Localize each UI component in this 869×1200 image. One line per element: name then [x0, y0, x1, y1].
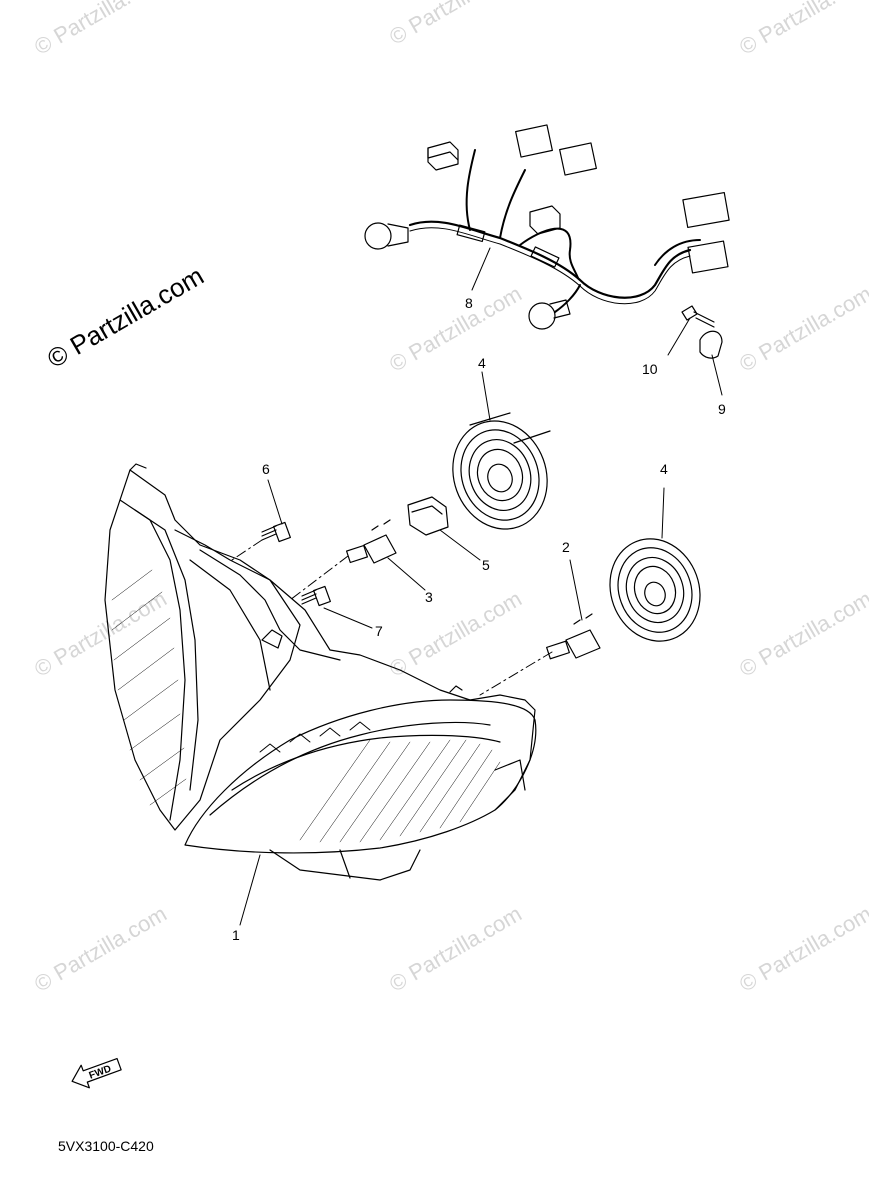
callout-3: 3: [425, 589, 433, 605]
diagram-code: 5VX3100-C420: [58, 1138, 154, 1154]
bulb-upper: [345, 519, 426, 591]
screws: [261, 479, 373, 629]
callout-5: 5: [482, 557, 490, 573]
callout-4-lower: 4: [660, 461, 668, 477]
socket: [407, 496, 481, 561]
callout-1: 1: [232, 927, 240, 943]
alignment-lines: [231, 539, 553, 696]
fwd-label: FWD: [88, 1064, 113, 1082]
callout-4-upper: 4: [478, 355, 486, 371]
headlight-assembly: [104, 463, 537, 926]
wire-harness: [364, 124, 730, 330]
callout-8: 8: [465, 295, 473, 311]
callout-2: 2: [562, 539, 570, 555]
callout-6: 6: [262, 461, 270, 477]
callout-7: 7: [375, 623, 383, 639]
fwd-arrow-icon: FWD: [71, 1057, 122, 1089]
bulb-cover-lower: [609, 487, 701, 642]
bulb-cover-upper: [452, 371, 551, 530]
callout-10: 10: [642, 361, 658, 377]
callout-9: 9: [718, 401, 726, 417]
bulb-lower: [546, 559, 601, 660]
screw-and-clamp: [667, 305, 723, 396]
